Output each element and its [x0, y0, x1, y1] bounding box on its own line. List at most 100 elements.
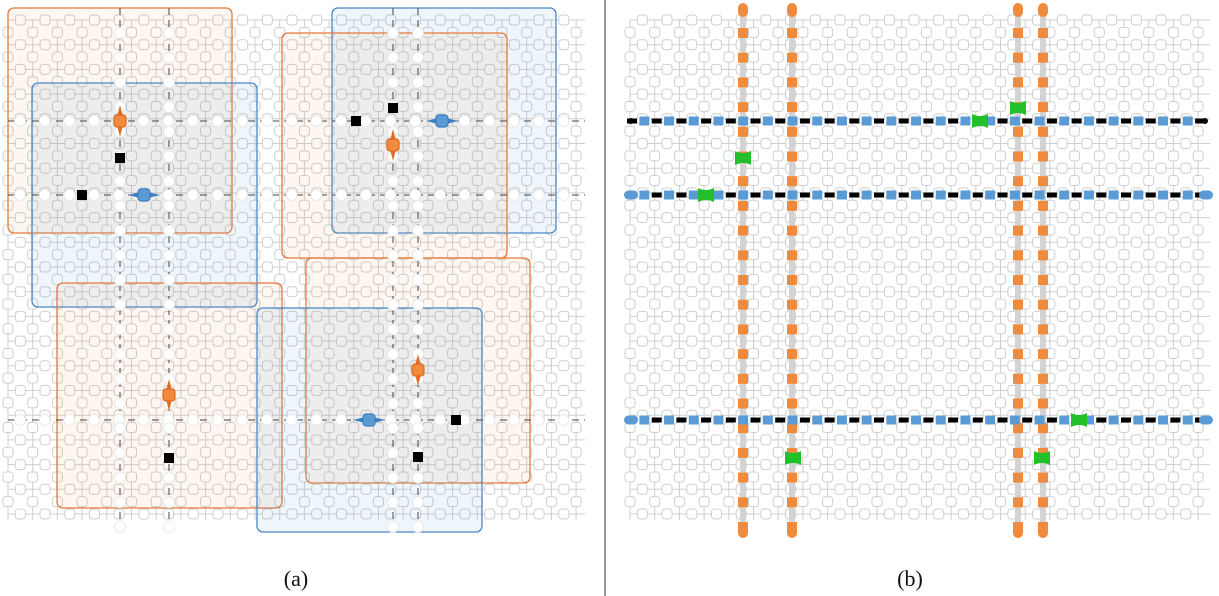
lattice-node	[88, 459, 100, 471]
lattice-node	[224, 199, 236, 211]
lattice-node	[1093, 224, 1105, 236]
black-dash	[824, 417, 835, 423]
lattice-node	[533, 88, 545, 100]
lattice-node	[286, 236, 298, 248]
orange-dash	[787, 77, 797, 88]
lattice-node	[896, 76, 908, 88]
lattice-node	[698, 273, 710, 285]
lattice-node	[995, 446, 1006, 458]
lattice-node	[723, 372, 735, 384]
lattice-node	[570, 347, 582, 359]
lattice-node	[673, 323, 685, 335]
lattice-node	[261, 360, 273, 372]
blue-end-cap	[624, 190, 638, 200]
lattice-node	[834, 360, 846, 372]
lattice-node	[995, 76, 1006, 88]
lattice-node	[27, 199, 39, 211]
qubit-dot	[508, 115, 520, 127]
lattice-node	[1093, 397, 1105, 409]
lattice-node	[64, 212, 76, 224]
lattice-node	[1143, 323, 1155, 335]
orange-dash	[1013, 299, 1023, 310]
lattice-node	[113, 360, 125, 372]
lattice-node	[1093, 471, 1105, 483]
orange-dash	[738, 28, 748, 38]
lattice-node	[624, 51, 636, 63]
lattice-node	[1081, 14, 1093, 26]
lattice-node	[39, 434, 51, 446]
lattice-node	[871, 125, 883, 137]
lattice-node	[51, 175, 63, 187]
black-dash	[1145, 192, 1156, 198]
lattice-node	[1155, 360, 1167, 372]
lattice-node	[661, 360, 673, 372]
lattice-node	[970, 323, 982, 335]
lattice-node	[138, 310, 150, 322]
lattice-node	[624, 298, 636, 310]
lattice-node	[748, 249, 759, 261]
lattice-node	[51, 51, 63, 63]
lattice-node	[1093, 249, 1105, 261]
lattice-node	[624, 26, 636, 38]
orange-end-cap	[1013, 524, 1023, 538]
qubit-dot	[532, 189, 545, 201]
lattice-node	[896, 150, 908, 162]
black-dash	[948, 192, 959, 198]
lattice-node	[484, 88, 496, 100]
lattice-node	[834, 434, 846, 446]
lattice-node	[76, 323, 88, 335]
orange-dash	[1013, 250, 1023, 261]
lattice-node	[459, 286, 471, 298]
lattice-node	[113, 138, 125, 149]
lattice-node	[335, 385, 347, 396]
lattice-node	[982, 63, 994, 75]
qubit-dot	[114, 323, 126, 336]
lattice-node	[686, 39, 698, 51]
orange-end-cap	[787, 524, 797, 538]
lattice-node	[673, 26, 685, 38]
lattice-node	[311, 14, 323, 26]
qubit-dot	[114, 348, 126, 361]
black-dash	[1121, 417, 1131, 423]
lattice-node	[686, 236, 698, 248]
lattice-node	[533, 261, 545, 273]
lattice-node	[636, 459, 648, 471]
lattice-node	[846, 100, 858, 112]
lattice-node	[797, 422, 809, 434]
lattice-node	[1143, 125, 1155, 137]
lattice-node	[1118, 273, 1130, 285]
lattice-node	[686, 508, 698, 520]
blue-dash	[1182, 116, 1193, 126]
lattice-node	[1081, 459, 1093, 471]
lattice-node	[859, 385, 871, 396]
lattice-node	[126, 76, 137, 88]
lattice-node	[1143, 471, 1155, 483]
lattice-node	[624, 150, 636, 162]
lattice-node	[298, 224, 310, 236]
lattice-node	[1143, 175, 1155, 187]
qubit-dot	[310, 414, 323, 426]
blue-dash	[738, 116, 749, 126]
lattice-node	[896, 100, 908, 112]
lattice-node	[809, 162, 821, 174]
qubit-dot	[359, 115, 372, 127]
lattice-node	[101, 26, 113, 38]
lattice-node	[101, 51, 113, 63]
lattice-node	[138, 261, 150, 273]
lattice-node	[772, 347, 784, 359]
qubit-dot	[412, 323, 424, 336]
lattice-node	[545, 372, 557, 384]
lattice-node	[896, 372, 908, 384]
lattice-node	[14, 212, 26, 224]
lattice-node	[187, 360, 199, 372]
lattice-node	[459, 459, 471, 471]
lattice-node	[459, 236, 471, 248]
lattice-node	[286, 14, 298, 26]
lattice-node	[508, 483, 520, 495]
panel-a	[2, 7, 585, 535]
lattice-node	[710, 138, 722, 149]
black-dash	[849, 417, 860, 423]
lattice-node	[710, 261, 722, 273]
lattice-node	[1118, 224, 1130, 236]
lattice-node	[1155, 434, 1167, 446]
